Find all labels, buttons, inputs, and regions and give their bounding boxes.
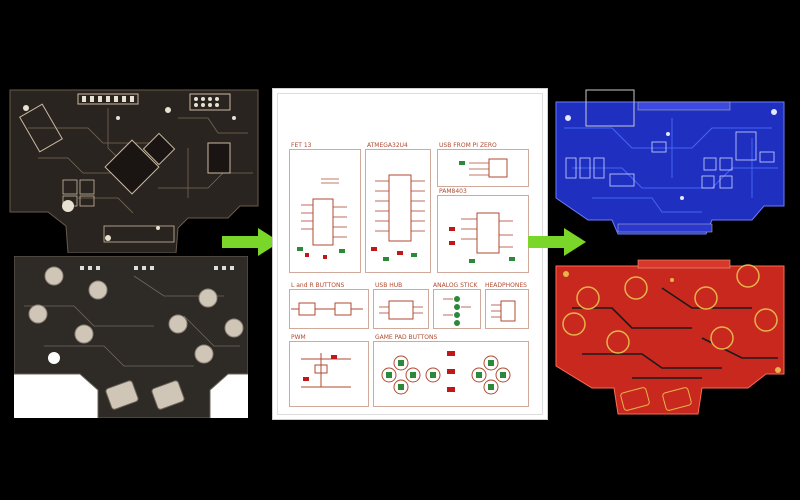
section-title-game-pad-buttons: GAME PAD BUTTONS xyxy=(375,334,438,341)
section-atmega32u4 xyxy=(365,149,431,273)
schematic-frame xyxy=(277,93,543,415)
section-title-analog-stick: ANALOG STICK xyxy=(433,282,478,289)
pcb-layout-top-layer xyxy=(552,88,788,250)
section-title-fet13: FET 13 xyxy=(291,142,312,149)
usb-pi-symbols xyxy=(459,158,508,178)
section-title-headphones: HEADPHONES xyxy=(485,282,527,289)
section-title-l-r-buttons: L and R BUTTONS xyxy=(291,282,345,289)
right-arrow-icon xyxy=(222,226,280,258)
section-title-pwm: PWM xyxy=(291,334,306,341)
section-headphones xyxy=(485,289,529,329)
l-r-buttons-symbols xyxy=(291,302,363,316)
pam8403-symbols xyxy=(449,212,515,263)
section-pwm xyxy=(289,341,369,407)
section-title-pam8403: PAM8403 xyxy=(439,188,467,195)
pcb-top-render xyxy=(8,88,260,253)
section-title-usb-hub: USB HUB xyxy=(375,282,403,289)
atmega32u4-symbols xyxy=(371,174,425,261)
analog-stick-symbols xyxy=(443,296,471,326)
pcb-layout-bottom-layer xyxy=(552,258,788,420)
section-title-atmega32u4: ATMEGA32U4 xyxy=(367,142,408,149)
game-pad-buttons-symbols xyxy=(381,351,511,395)
section-usb-from-pi-zero xyxy=(437,149,529,187)
usb-hub-symbols xyxy=(379,300,423,320)
section-pam8403 xyxy=(437,195,529,273)
section-l-r-buttons xyxy=(289,289,369,329)
schematic-sheet: FET 13 ATMEGA32U4 USB FROM PI ZERO xyxy=(272,88,548,420)
fet13-symbols xyxy=(297,178,347,259)
section-usb-hub xyxy=(373,289,429,329)
section-fet13 xyxy=(289,149,361,273)
pwm-symbols xyxy=(301,353,351,388)
pcb-bottom-render xyxy=(14,256,248,418)
section-title-usb-from-pi-zero: USB FROM PI ZERO xyxy=(439,142,497,149)
section-analog-stick xyxy=(433,289,481,329)
right-arrow-icon xyxy=(528,226,586,258)
headphones-symbols xyxy=(491,300,516,322)
section-game-pad-buttons xyxy=(373,341,529,407)
